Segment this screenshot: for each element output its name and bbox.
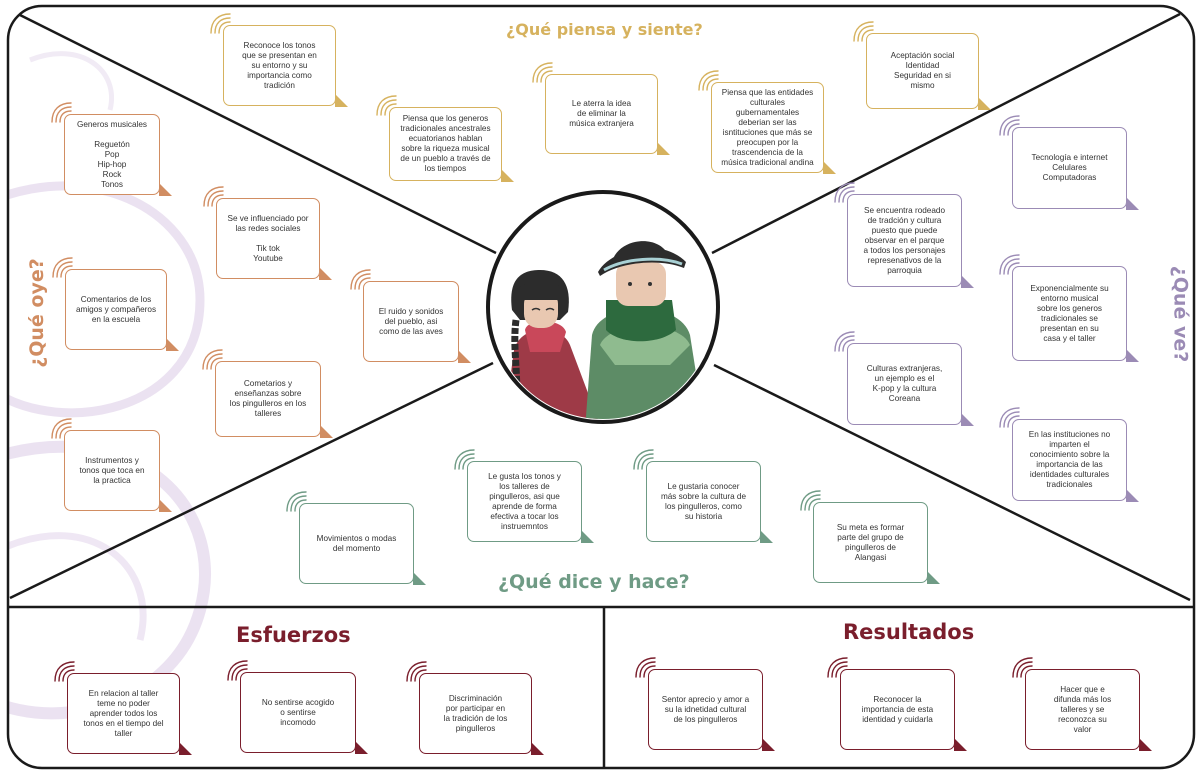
note-tail xyxy=(961,413,974,426)
note-tail xyxy=(823,161,836,174)
note-tail xyxy=(501,169,514,182)
heading-see: ¿Qué ve? xyxy=(1169,265,1192,363)
note-tail xyxy=(355,741,368,754)
think-feel-note-card: Piensa que las entidades culturales gube… xyxy=(711,82,836,174)
efforts-note-card: No sentirse acogido o sentirse incomodo xyxy=(240,672,368,754)
note-tail xyxy=(166,338,179,351)
heading-think-feel: ¿Qué piensa y siente? xyxy=(506,20,703,39)
heading-efforts: Esfuerzos xyxy=(236,623,351,647)
efforts-note-card: Discriminación por participar en la trad… xyxy=(419,673,544,755)
see-note-card: Exponencialmente su entorno musical sobr… xyxy=(1012,266,1139,362)
note-tail xyxy=(954,738,967,751)
say-do-note-card: Le gustaria conocer más sobre la cultura… xyxy=(646,461,773,543)
note-tail xyxy=(1126,197,1139,210)
note-tail xyxy=(335,94,348,107)
person-illustration xyxy=(486,190,720,424)
hear-note-card: Comentarios de los amigos y compañeros e… xyxy=(65,269,179,351)
note-tail xyxy=(1139,738,1152,751)
hear-note-card: El ruido y sonidos del pueblo, asi como … xyxy=(363,281,471,363)
hear-note-card: Cometarios y enseñanzas sobre los pingul… xyxy=(215,361,333,438)
efforts-note-card: En relacion al taller teme no poder apre… xyxy=(67,673,192,755)
heading-hear: ¿Qué oye? xyxy=(25,258,48,368)
heading-say-do: ¿Qué dice y hace? xyxy=(498,571,690,593)
note-tail xyxy=(581,530,594,543)
see-note-card: Tecnología e internet Celulares Computad… xyxy=(1012,127,1139,210)
note-tail xyxy=(760,530,773,543)
note-tail xyxy=(762,738,775,751)
hear-note-card: Generos musicales Reguetón Pop Hip-hop R… xyxy=(64,114,172,196)
note-tail xyxy=(927,571,940,584)
results-note-card: Reconocer la importancia de esta identid… xyxy=(840,669,967,751)
note-tail xyxy=(1126,349,1139,362)
see-note-card: Se encuentra rodeado de tradción y cultu… xyxy=(847,194,974,288)
note-tail xyxy=(1126,489,1139,502)
note-tail xyxy=(319,267,332,280)
note-tail xyxy=(179,742,192,755)
hear-note-card: Instrumentos y tonos que toca en la prac… xyxy=(64,430,172,512)
think-feel-note-card: Piensa que los generos tradicionales anc… xyxy=(389,107,514,182)
hear-note-card: Se ve influenciado por las redes sociale… xyxy=(216,198,332,280)
say-do-note-card: Movimientos o modas del momento xyxy=(299,503,426,585)
think-feel-note-card: Le aterra la idea de eliminar la música … xyxy=(545,74,670,155)
results-note-card: Sentor aprecio y amor a su la idnetidad … xyxy=(648,669,775,751)
see-note-card: En las instituciones no imparten el cono… xyxy=(1012,419,1139,502)
note-tail xyxy=(657,142,670,155)
results-note-card: Hacer que e difunda más los talleres y s… xyxy=(1025,669,1152,751)
note-tail xyxy=(159,499,172,512)
note-tail xyxy=(320,425,333,438)
heading-results: Resultados xyxy=(843,620,975,644)
note-tail xyxy=(413,572,426,585)
think-feel-note-card: Reconoce los tonos que se presentan en s… xyxy=(223,25,348,107)
note-tail xyxy=(978,97,991,110)
note-tail xyxy=(458,350,471,363)
note-tail xyxy=(159,183,172,196)
think-feel-note-card: Aceptación social Identidad Seguridad en… xyxy=(866,33,991,110)
note-tail xyxy=(961,275,974,288)
say-do-note-card: Su meta es formar parte del grupo de pin… xyxy=(813,502,940,584)
note-tail xyxy=(531,742,544,755)
say-do-note-card: Le gusta los tonos y los talleres de pin… xyxy=(467,461,594,543)
see-note-card: Culturas extranjeras, un ejemplo es el K… xyxy=(847,343,974,426)
